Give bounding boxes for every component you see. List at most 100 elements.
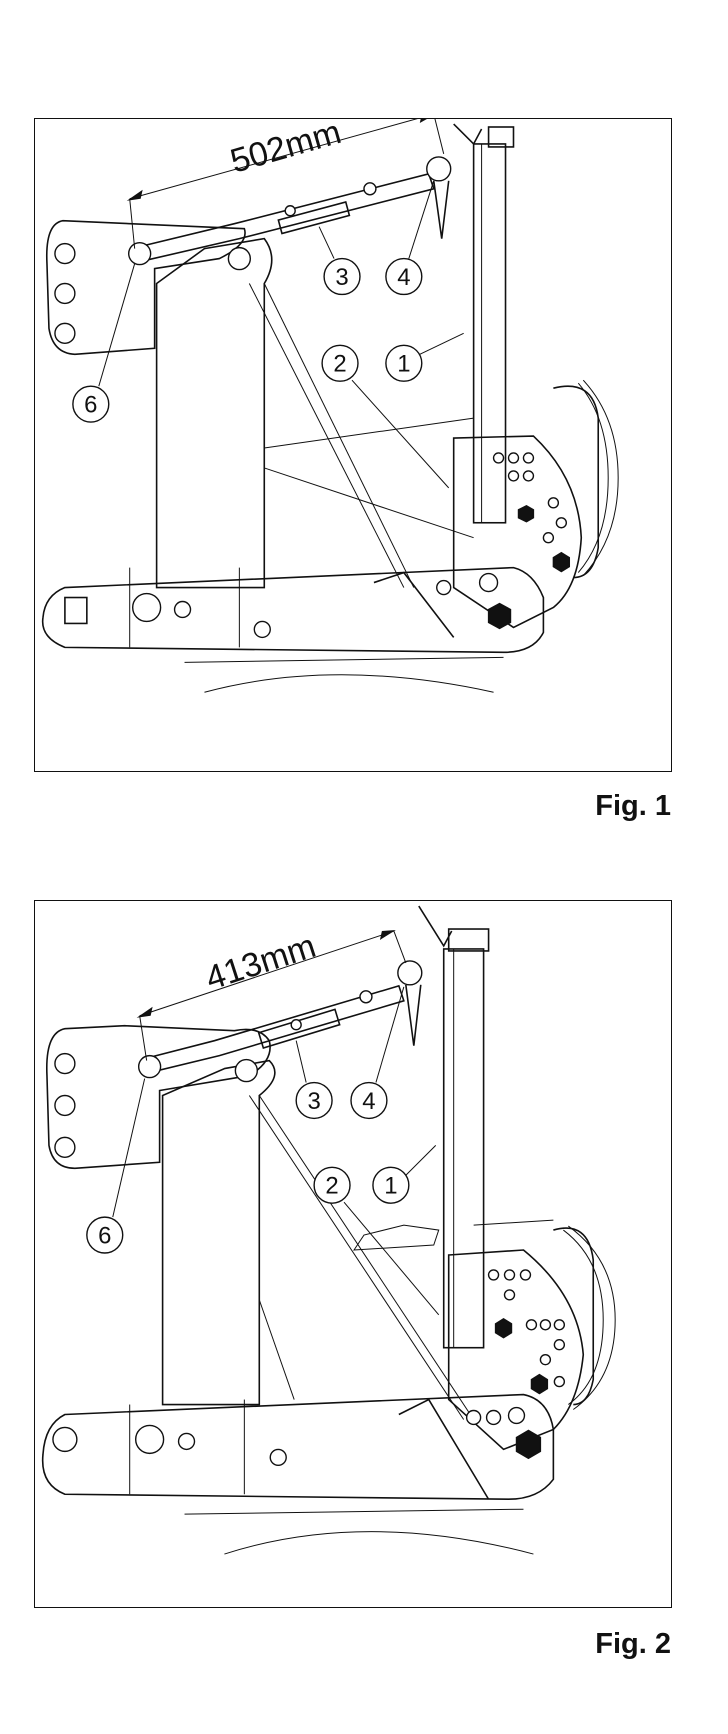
pivot-pin (227, 246, 252, 271)
leader-1 (405, 1144, 437, 1176)
hex-bolt (515, 1429, 542, 1460)
dimension-arrow-left (126, 189, 143, 201)
lower-link (41, 566, 545, 654)
left-bracket-plate (45, 219, 246, 356)
adjust-hole (553, 1339, 566, 1351)
adjust-hole (539, 1353, 552, 1366)
bracket-hole (54, 1094, 76, 1117)
callout-1: 1 (384, 1173, 397, 1200)
bracket-hole (54, 242, 76, 265)
bracket-hole (54, 1136, 76, 1159)
lower-link-hole (507, 1406, 526, 1425)
ground-arc (224, 1531, 534, 1555)
link-end-ball (137, 1054, 162, 1079)
leader-2 (351, 379, 450, 489)
callout-circle-6 (72, 385, 110, 423)
callout-3: 3 (335, 264, 348, 291)
adjust-hole (547, 497, 560, 509)
callout-circle-3 (323, 257, 361, 296)
callout-circle-4 (385, 257, 423, 296)
frame-line (473, 1219, 554, 1226)
leader-2 (343, 1201, 440, 1316)
mast-spring (487, 126, 515, 148)
leader-3 (295, 1040, 307, 1083)
adjust-hole (507, 452, 520, 464)
dimension-arrow-right (419, 119, 427, 124)
lower-link-hole (131, 592, 162, 623)
callout-1: 1 (397, 351, 410, 378)
mast-spring (447, 928, 490, 952)
callout-6: 6 (98, 1223, 111, 1250)
adjust-hole (519, 1269, 532, 1281)
link-end-ball (128, 241, 152, 266)
adjust-hole (503, 1289, 516, 1301)
callout-circle-1 (372, 1166, 410, 1204)
brace-line (263, 283, 415, 588)
extension-line (139, 1015, 148, 1061)
dimension-label: 413mm (201, 927, 320, 998)
callout-6: 6 (84, 392, 97, 419)
hex-bolt (494, 1317, 513, 1339)
callout-4: 4 (397, 264, 410, 291)
adjust-hole (553, 1319, 566, 1331)
lower-link-end (64, 596, 88, 625)
callout-4: 4 (362, 1088, 375, 1115)
turnbuckle-body (277, 201, 351, 235)
dimension-arrow-left (136, 1006, 153, 1018)
turnbuckle-hole (284, 205, 296, 217)
frame-line (264, 417, 474, 449)
bracket-hole (54, 282, 76, 305)
pulley-rim (582, 379, 619, 576)
ground-arc (204, 674, 494, 693)
lower-link-hole (52, 1426, 78, 1453)
lower-link-bracket (373, 571, 455, 638)
adjust-hole (487, 1269, 500, 1281)
leader-1 (419, 332, 464, 355)
hex-bolt (517, 505, 535, 523)
lower-link-hole (253, 620, 271, 639)
pulley-rim (563, 1229, 604, 1405)
callout-circle-3 (295, 1081, 333, 1120)
callout-circle-6 (86, 1216, 124, 1254)
figure-2-svg: 413mm 3 4 2 1 6 (41, 905, 616, 1555)
linch-pin (405, 984, 422, 1046)
lower-link-hole (173, 600, 192, 619)
hex-bolt (530, 1373, 549, 1395)
linch-pin-head (426, 156, 452, 182)
lower-link-bottom (184, 656, 504, 663)
extension-line (434, 119, 445, 155)
adjust-hole (555, 517, 568, 529)
lower-link-hole (465, 1409, 482, 1426)
pulley-rim (568, 1225, 616, 1410)
pulley-housing (553, 385, 600, 579)
callout-circle-4 (350, 1081, 388, 1120)
lower-link-hole (478, 572, 499, 593)
left-bracket-plate (46, 1024, 271, 1170)
callout-3: 3 (307, 1088, 320, 1115)
frame-bracket (353, 1224, 440, 1251)
lower-link-hole (436, 579, 452, 596)
dimension-line (139, 930, 395, 1017)
callout-circle-1 (385, 344, 423, 382)
dimension-line (129, 119, 418, 200)
lower-link-hole (177, 1432, 196, 1451)
figure-2-drawing: 413mm 3 4 2 1 6 (34, 900, 672, 1608)
pivot-pin (234, 1058, 258, 1083)
extension-line (129, 198, 136, 249)
mast-top-lug (453, 123, 483, 146)
lock-nut (359, 990, 373, 1004)
quadrant-plate (452, 435, 583, 629)
lower-link-hole (134, 1424, 165, 1455)
extension-line (393, 930, 407, 964)
lower-link (41, 1393, 555, 1501)
adjust-hole (492, 452, 505, 464)
leader-3 (318, 226, 335, 259)
quadrant-plate (447, 1249, 585, 1451)
lower-link-hole (269, 1448, 287, 1467)
brace-line (248, 1095, 465, 1420)
lower-link-hole (485, 1409, 502, 1426)
figure-1-caption: Fig. 1 (595, 790, 671, 822)
callout-2: 2 (333, 351, 346, 378)
adjust-hole (507, 470, 520, 482)
figure-1-drawing: 502mm 3 4 2 1 6 (34, 118, 672, 772)
